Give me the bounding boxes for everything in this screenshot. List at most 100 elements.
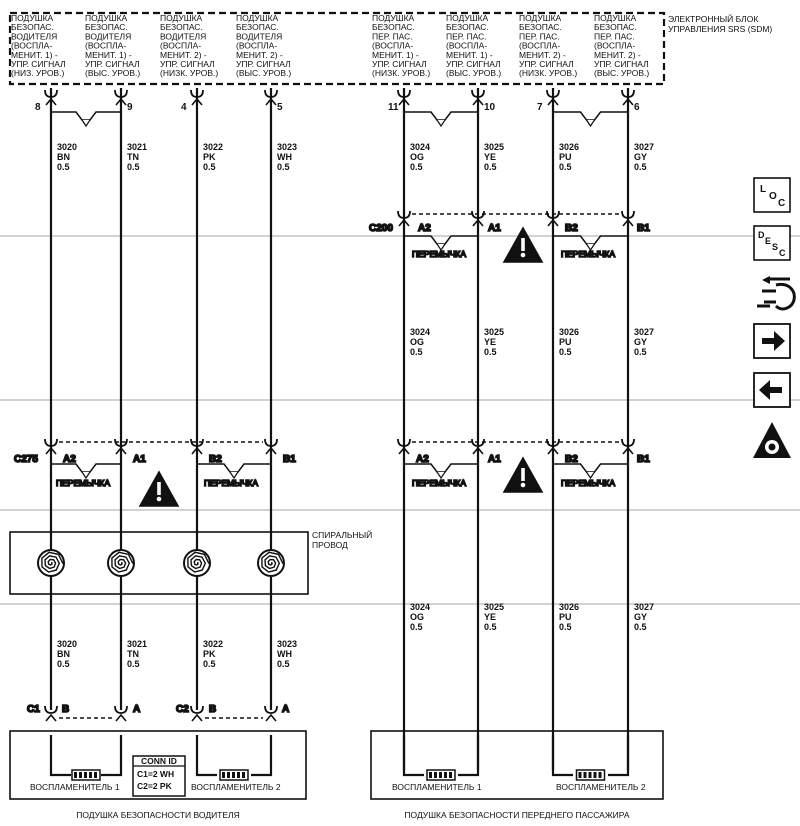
loc-letter-l: L xyxy=(760,184,766,195)
c1-label: C1 xyxy=(27,704,40,715)
wire-circuit-label: 3026 xyxy=(559,602,579,612)
clockspring-label-line-1: СПИРАЛЬНЫЙ xyxy=(312,529,372,540)
sdm-terminal-5 xyxy=(264,89,278,106)
connector-end-view-icon[interactable] xyxy=(757,276,796,311)
sdm-pin-5-desc-line: (ВОСПЛА- xyxy=(236,41,277,51)
sdm-pin-7-desc-line: БЕЗОПАС. xyxy=(519,22,562,32)
module-terminal xyxy=(44,705,58,722)
wire-circuit-label: 3027 xyxy=(634,142,654,152)
c2-pin-b: B xyxy=(209,704,216,715)
wire-gauge-label: 0.5 xyxy=(559,162,572,172)
c200-pin-a2: A2 xyxy=(418,223,431,234)
wire-circuit-label: 3021 xyxy=(127,142,147,152)
inline-jumper-label-1: ПЕРЕМЫЧКА xyxy=(412,478,466,488)
wire-circuit-label: 3021 xyxy=(127,639,147,649)
igniter-element xyxy=(49,735,123,781)
wire-circuit-label: 3023 xyxy=(277,639,297,649)
sdm-pin-11-desc-line: (НИЗК. УРОВ.) xyxy=(372,68,430,78)
clockspring-coil xyxy=(37,549,65,577)
wire-color-label: PK xyxy=(203,152,216,162)
sdm-pin-number-11: 11 xyxy=(388,102,399,113)
wire-gauge-label: 0.5 xyxy=(484,622,497,632)
wire-circuit-label: 3024 xyxy=(410,327,430,337)
wire-color-label: GY xyxy=(634,337,647,347)
conn-id-box xyxy=(132,755,186,797)
shorting-bar xyxy=(553,463,628,473)
next-arrow-icon[interactable] xyxy=(753,323,791,359)
wire-circuit-label: 3027 xyxy=(634,327,654,337)
wire-circuit-label: 3023 xyxy=(277,142,297,152)
c200-terminal xyxy=(397,210,411,227)
inline-pin-a2: A2 xyxy=(416,454,429,465)
sdm-pin-10-desc-line: МЕНИТ. 1) - xyxy=(446,50,493,60)
c275-pin-a1: A1 xyxy=(133,454,146,465)
back-arrow-icon[interactable] xyxy=(753,372,791,408)
desc-letter-s: S xyxy=(772,242,778,252)
caution-icon xyxy=(138,470,180,507)
wire-color-label: GY xyxy=(634,612,647,622)
wire-gauge-label: 0.5 xyxy=(57,162,70,172)
wire-color-label: WH xyxy=(277,649,292,659)
c275-pin-b2: B2 xyxy=(209,454,222,465)
igniter-element xyxy=(195,735,273,781)
sdm-pin-5-desc-line: (ВЫС. УРОВ.) xyxy=(236,68,291,78)
shorting-bar-contact xyxy=(436,471,446,480)
c200-pin-a1: A1 xyxy=(488,223,501,234)
sdm-pin-number-10: 10 xyxy=(484,102,496,113)
wire-color-label: PK xyxy=(203,649,216,659)
sdm-terminal-7 xyxy=(546,89,560,106)
wire-gauge-label: 0.5 xyxy=(203,659,216,669)
wire-gauge-label: 0.5 xyxy=(127,162,140,172)
sdm-pin-11-desc-line: ПОДУШКА xyxy=(372,13,415,23)
conn-id-line-1: C1=2 WH xyxy=(137,769,174,779)
shorting-bar xyxy=(51,463,121,473)
sdm-pin-11-desc-line: (ВОСПЛА- xyxy=(372,41,413,51)
wire-circuit-label: 3026 xyxy=(559,327,579,337)
shorting-bar xyxy=(404,111,478,121)
airbag-warning-icon[interactable] xyxy=(753,422,791,458)
sdm-pin-number-8: 8 xyxy=(35,102,41,113)
desc-letter-d: D xyxy=(758,230,765,240)
sdm-pin-number-9: 9 xyxy=(127,102,133,113)
wire-color-label: BN xyxy=(57,649,70,659)
passenger-igniter-2-label: ВОСПЛАМЕНИТЕЛЬ 2 xyxy=(556,782,646,792)
desc-letter-e: E xyxy=(765,236,771,246)
sdm-pin-10-desc-line: (ВЫС. УРОВ.) xyxy=(446,68,501,78)
sdm-pin-8-desc-line: ВОДИТЕЛЯ xyxy=(11,31,57,41)
wire-gauge-label: 0.5 xyxy=(203,162,216,172)
loc-button[interactable]: L O C xyxy=(753,177,791,213)
wire-gauge-label: 0.5 xyxy=(410,162,423,172)
module-terminal xyxy=(114,705,128,722)
wire-color-label: PU xyxy=(559,612,572,622)
c200-terminal xyxy=(621,210,635,227)
sdm-pin-7-desc-line: УПР. СИГНАЛ xyxy=(519,59,574,69)
wire-color-label: WH xyxy=(277,152,292,162)
sdm-pin-11-desc-line: МЕНИТ. 1) - xyxy=(372,50,419,60)
sdm-title-line-2: УПРАВЛЕНИЯ SRS (SDM) xyxy=(668,24,772,34)
shorting-bar-contact xyxy=(81,119,91,128)
sdm-pin-7-desc-line: МЕНИТ. 2) - xyxy=(519,50,566,60)
desc-letter-c: C xyxy=(779,248,786,258)
c200-jumper-label-2: ПЕРЕМЫЧКА xyxy=(561,249,615,259)
driver-igniter-2-label: ВОСПЛАМЕНИТЕЛЬ 2 xyxy=(191,782,281,792)
sdm-pin-6-desc-line: ПЕР. ПАС. xyxy=(594,31,635,41)
wire-circuit-label: 3022 xyxy=(203,142,223,152)
sdm-pin-9-desc-line: МЕНИТ. 1) - xyxy=(85,50,132,60)
sdm-pin-number-7: 7 xyxy=(537,102,543,113)
wire-gauge-label: 0.5 xyxy=(634,162,647,172)
sdm-pin-4-desc-line: БЕЗОПАС. xyxy=(160,22,203,32)
wire-color-label: TN xyxy=(127,152,139,162)
sdm-terminal-4 xyxy=(190,89,204,106)
nav-panel: L O C D E S C xyxy=(753,177,796,458)
sdm-pin-11-desc-line: БЕЗОПАС. xyxy=(372,22,415,32)
loc-letter-o: O xyxy=(769,191,777,202)
wire-color-label: YE xyxy=(484,337,496,347)
desc-button[interactable]: D E S C xyxy=(753,225,791,261)
c275-pin-a2: A2 xyxy=(63,454,76,465)
wire-gauge-label: 0.5 xyxy=(410,347,423,357)
sdm-pin-8-desc-line: (ВОСПЛА- xyxy=(11,41,52,51)
passenger-module-label: ПОДУШКА БЕЗОПАСНОСТИ ПЕРЕДНЕГО ПАССАЖИРА xyxy=(404,810,629,820)
sdm-terminal-10 xyxy=(471,89,485,106)
sdm-module: ЭЛЕКТРОННЫЙ БЛОК УПРАВЛЕНИЯ SRS (SDM) xyxy=(8,11,772,86)
